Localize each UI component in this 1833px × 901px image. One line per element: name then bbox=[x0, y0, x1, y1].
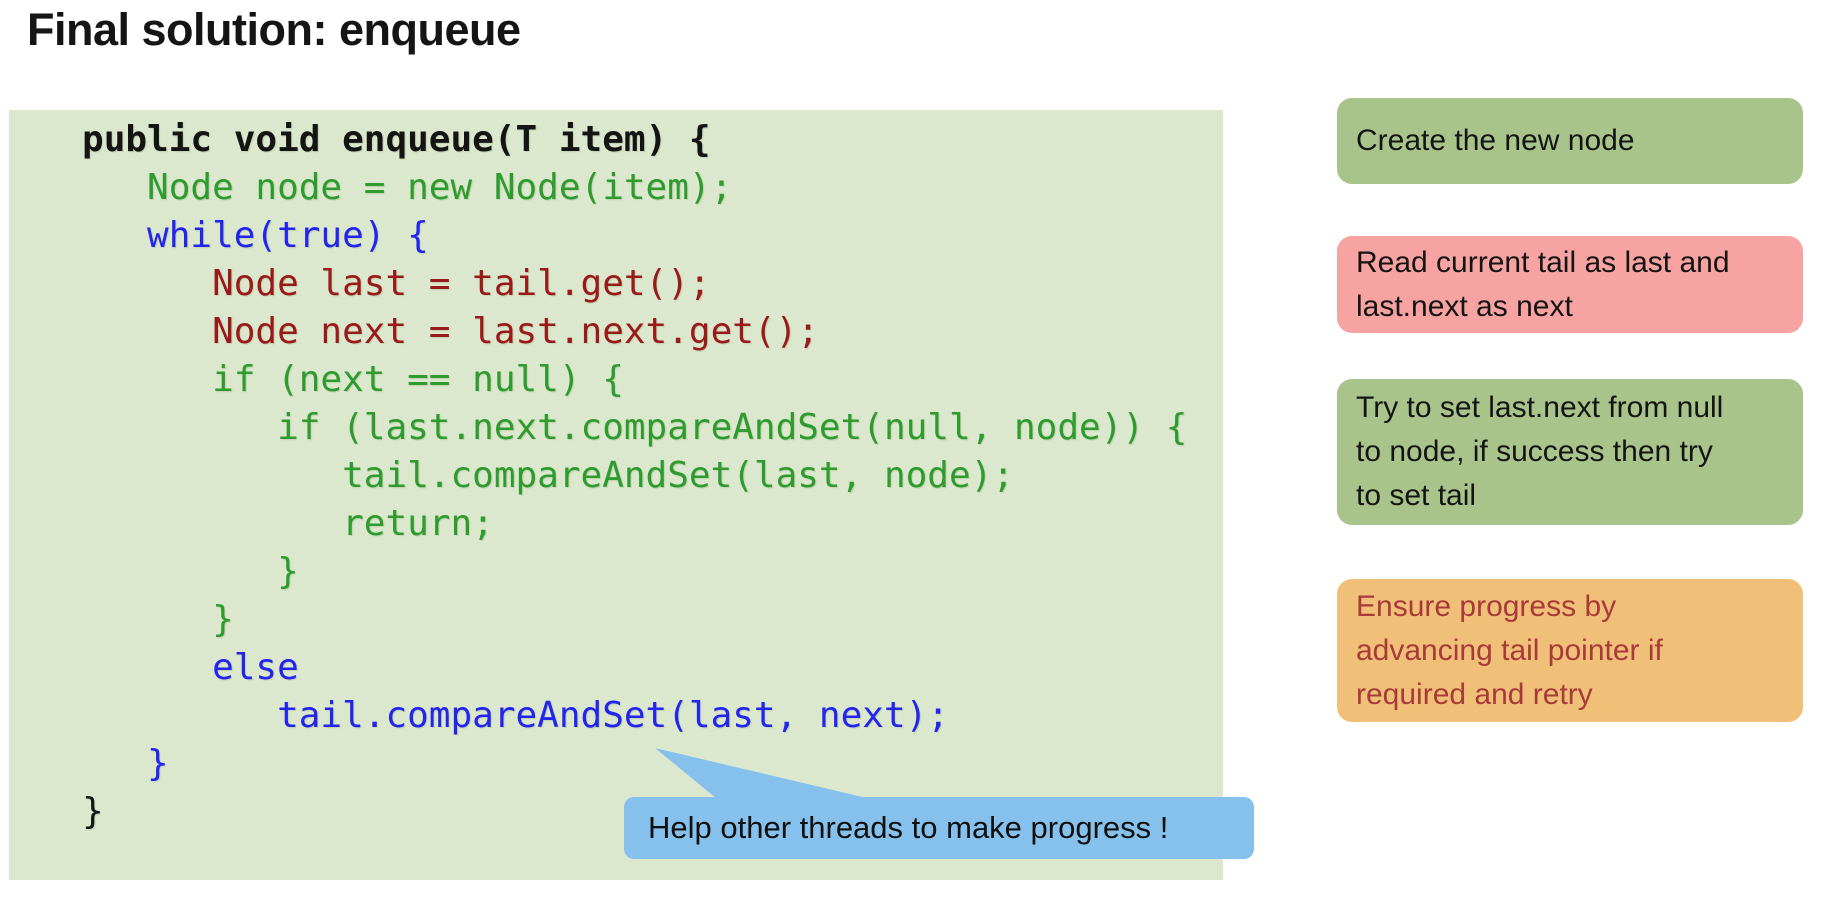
code-line: Node next = last.next.get(); bbox=[17, 311, 819, 352]
code-line: } bbox=[17, 599, 234, 640]
note-create-node: Create the new node bbox=[1337, 98, 1803, 184]
code-line: else bbox=[17, 647, 299, 688]
code-line: } bbox=[17, 743, 169, 784]
code-line: if (next == null) { bbox=[17, 359, 624, 400]
note-set-next: Try to set last.next from null to node, … bbox=[1337, 379, 1803, 525]
code-line: return; bbox=[17, 503, 494, 544]
code-line: } bbox=[17, 791, 104, 832]
note-set-next-text: Try to set last.next from null to node, … bbox=[1356, 391, 1724, 512]
code-line: } bbox=[17, 551, 299, 592]
code-line: Node last = tail.get(); bbox=[17, 263, 711, 304]
note-create-node-text: Create the new node bbox=[1356, 124, 1635, 157]
note-read-tail: Read current tail as last and last.next … bbox=[1337, 236, 1803, 333]
code-line: tail.compareAndSet(last, next); bbox=[17, 695, 949, 736]
note-read-tail-text: Read current tail as last and last.next … bbox=[1356, 245, 1730, 323]
code-block: public void enqueue(T item) { Node node … bbox=[9, 110, 1223, 880]
code-line: while(true) { bbox=[17, 215, 429, 256]
callout-text: Help other threads to make progress ! bbox=[648, 810, 1169, 845]
page-title: Final solution: enqueue bbox=[27, 4, 521, 55]
code-line: tail.compareAndSet(last, node); bbox=[17, 455, 1014, 496]
code-line: Node node = new Node(item); bbox=[17, 167, 733, 208]
code-line: public void enqueue(T item) { bbox=[17, 119, 711, 160]
callout-tail bbox=[655, 748, 888, 803]
callout-bubble: Help other threads to make progress ! bbox=[624, 797, 1254, 859]
code-line: if (last.next.compareAndSet(null, node))… bbox=[17, 407, 1188, 448]
note-advance-tail: Ensure progress by advancing tail pointe… bbox=[1337, 579, 1803, 722]
note-advance-tail-text: Ensure progress by advancing tail pointe… bbox=[1356, 589, 1663, 711]
